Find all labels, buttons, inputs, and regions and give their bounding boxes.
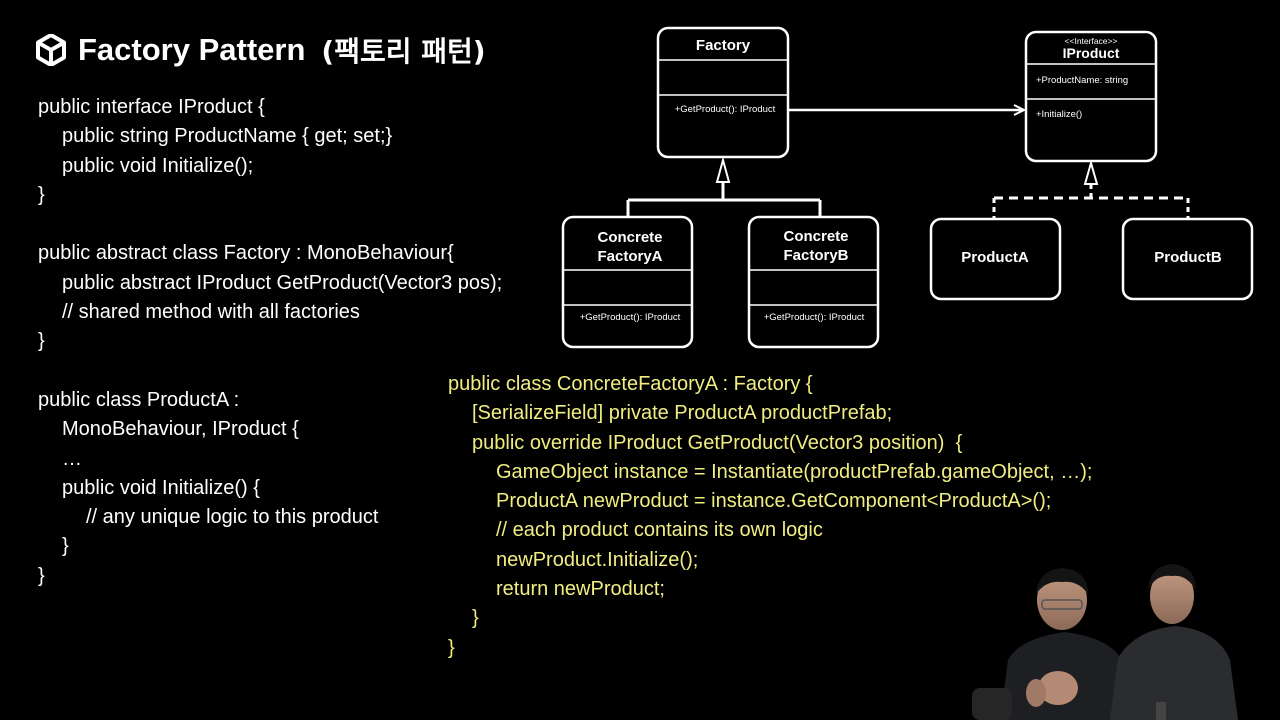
concrete-b-name-line1: Concrete: [783, 228, 848, 245]
code-left-line: }: [38, 183, 45, 206]
concrete-a-method: +GetProduct(): IProduct: [580, 312, 681, 323]
code-left-line: [38, 357, 502, 386]
code-right-line: }: [472, 607, 479, 630]
factory-name: Factory: [696, 37, 751, 54]
code-block-interface-factory: public interface IProduct { public string…: [38, 93, 502, 591]
slide-title: Factory Pattern (팩토리 패턴): [36, 30, 486, 70]
code-left-line: // any unique logic to this product: [86, 506, 379, 529]
uml-class-product-b: ProductB: [1121, 217, 1254, 301]
inheritance-connector: [626, 156, 822, 217]
uml-class-diagram: Factory +GetProduct(): IProduct <<Interf…: [561, 26, 1254, 349]
code-block-concrete-factory: public class ConcreteFactoryA : Factory …: [448, 370, 1092, 663]
code-left-line: public interface IProduct {: [38, 96, 265, 118]
concrete-b-name-line2: FactoryB: [783, 247, 848, 264]
code-right-line: [SerializeField] private ProductA produc…: [472, 402, 893, 425]
concrete-b-method: +GetProduct(): IProduct: [764, 312, 865, 323]
code-left-line: …: [62, 447, 82, 470]
concrete-a-name-line1: Concrete: [597, 229, 662, 246]
code-left-line: }: [62, 535, 69, 558]
presenter-right: [1110, 564, 1238, 720]
code-right-line: public override IProduct GetProduct(Vect…: [472, 431, 963, 454]
code-left-line: public class ProductA :: [38, 388, 240, 411]
code-left-line: }: [38, 564, 45, 587]
presenter-left: [972, 568, 1130, 720]
realization-connector: [992, 159, 1190, 218]
uml-class-concrete-factory-a: Concrete FactoryA +GetProduct(): IProduc…: [561, 215, 694, 349]
code-left-line: public abstract class Factory : MonoBeha…: [38, 242, 454, 265]
uml-class-concrete-factory-b: Concrete FactoryB +GetProduct(): IProduc…: [747, 215, 880, 349]
code-left-line: public abstract IProduct GetProduct(Vect…: [62, 271, 503, 294]
uml-class-product-a: ProductA: [929, 217, 1062, 301]
concrete-a-name-line2: FactoryA: [597, 248, 662, 265]
code-left-line: public void Initialize() {: [62, 476, 260, 499]
uml-interface-iproduct: <<Interface>> IProduct +ProductName: str…: [1024, 30, 1158, 163]
product-a-name: ProductA: [961, 249, 1029, 266]
code-left-line: public string ProductName { get; set;}: [62, 125, 393, 148]
code-right-line: return newProduct;: [496, 578, 665, 601]
iproduct-stereotype: <<Interface>>: [1065, 36, 1118, 46]
code-left-line: public void Initialize();: [62, 154, 254, 177]
code-right-line: public class ConcreteFactoryA : Factory …: [448, 373, 813, 395]
unity-logo-icon: [36, 34, 66, 66]
code-right-line: }: [448, 636, 455, 659]
uml-class-factory: Factory +GetProduct(): IProduct: [656, 26, 790, 159]
code-left-line: MonoBehaviour, IProduct {: [62, 418, 299, 441]
code-right-line: newProduct.Initialize();: [496, 548, 699, 571]
iproduct-method: +Initialize(): [1036, 109, 1082, 120]
product-b-name: ProductB: [1154, 249, 1222, 266]
code-right-line: GameObject instance = Instantiate(produc…: [496, 460, 1093, 483]
code-left-line: }: [38, 330, 45, 353]
iproduct-name: IProduct: [1063, 45, 1120, 61]
code-right-line: // each product contains its own logic: [496, 519, 823, 542]
iproduct-field: +ProductName: string: [1036, 75, 1128, 86]
factory-method: +GetProduct(): IProduct: [675, 104, 776, 115]
slide-title-text: Factory Pattern: [78, 32, 306, 67]
slide-subtitle: (팩토리 패턴): [321, 35, 486, 68]
presenter-video-overlay: [972, 564, 1238, 720]
code-right-line: ProductA newProduct = instance.GetCompon…: [496, 490, 1052, 513]
code-left-line: // shared method with all factories: [62, 301, 360, 324]
